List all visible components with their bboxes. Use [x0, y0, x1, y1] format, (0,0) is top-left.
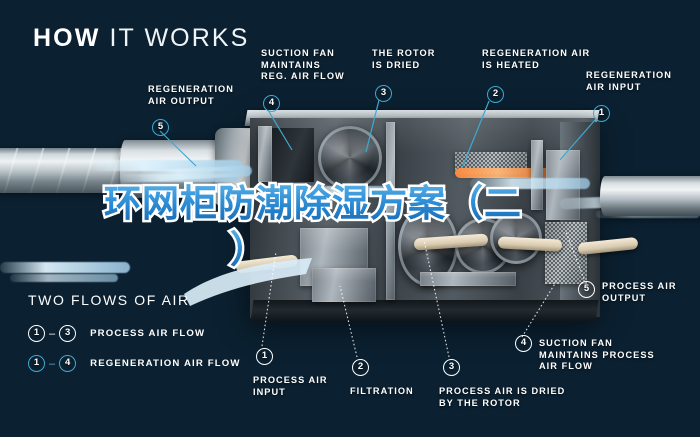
- legend-dash-1: –: [49, 327, 56, 340]
- airflow-left-bottom-2: [10, 274, 118, 282]
- unit-base: [250, 300, 599, 322]
- legend-row-process: 1 – 3 PROCESS AIR FLOW: [28, 325, 205, 342]
- legend-row-regeneration: 1 – 4 REGENERATION AIR FLOW: [28, 355, 241, 372]
- page-title: HOW IT WORKS: [33, 24, 249, 53]
- airflow-left-top-3: [139, 165, 253, 182]
- legend-label-regeneration-air-flow: REGENERATION AIR FLOW: [90, 358, 241, 369]
- lower-box-left-2: [312, 268, 376, 302]
- inlet-cavity: [272, 128, 314, 182]
- legend-marker-to-3: 3: [59, 325, 77, 342]
- callout-marker-2-regeneration[interactable]: 2: [487, 86, 504, 103]
- airflow-left-top: [92, 160, 242, 171]
- callout-marker-4-regeneration[interactable]: 4: [263, 95, 280, 112]
- callout-marker-1-regeneration[interactable]: 1: [593, 105, 610, 122]
- callout-marker-3-regeneration[interactable]: 3: [375, 85, 392, 102]
- unit-top-cover: [244, 110, 600, 126]
- overlay-line-2-fill: ）: [104, 227, 394, 273]
- legend-marker-from-1: 1: [28, 325, 45, 342]
- heater-coil: [455, 168, 550, 178]
- callout-marker-4-process[interactable]: 4: [515, 335, 532, 352]
- callout-label-filtration: FILTRATION: [350, 386, 414, 396]
- callout-marker-3-process[interactable]: 3: [443, 359, 460, 376]
- panel-left-edge: [258, 126, 272, 182]
- legend-title: TWO FLOWS OF AIR: [28, 292, 190, 308]
- legend-marker-from-1-cyan: 1: [28, 355, 45, 372]
- legend-marker-to-4: 4: [59, 355, 77, 372]
- callout-marker-2-process[interactable]: 2: [352, 359, 369, 376]
- callout-marker-1-process[interactable]: 1: [256, 348, 273, 365]
- overlay-headline-stroke: 环网柜防潮除湿方案（二 ）: [102, 180, 664, 274]
- callout-marker-5-regeneration[interactable]: 5: [152, 119, 169, 136]
- filter-mesh: [455, 152, 527, 174]
- overlay-headline-fill: 环网柜防潮除湿方案（二 ）: [104, 181, 664, 273]
- title-bold: HOW: [33, 24, 101, 52]
- overlay-line-1-fill: 环网柜防潮除湿方案（二: [104, 181, 664, 227]
- lower-rail: [420, 272, 516, 286]
- title-light: IT WORKS: [109, 24, 250, 52]
- overlay-line-1: 环网柜防潮除湿方案（二: [102, 180, 664, 228]
- legend-dash-2: –: [49, 357, 56, 370]
- callout-marker-5-process[interactable]: 5: [578, 281, 595, 298]
- legend-label-process-air-flow: PROCESS AIR FLOW: [90, 328, 206, 339]
